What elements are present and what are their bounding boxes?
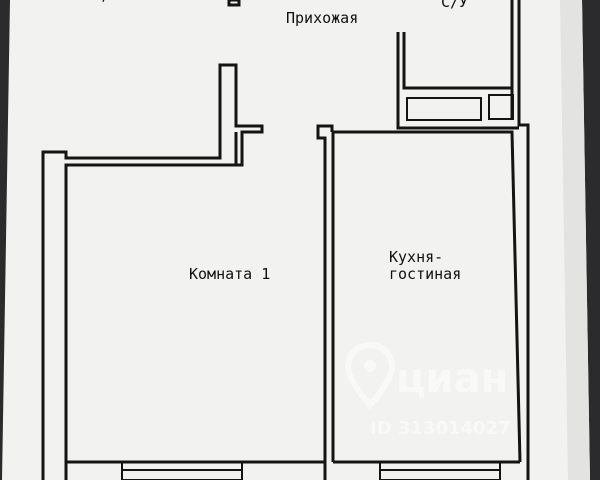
watermark-id: ID 313014027 — [370, 418, 511, 439]
room-label-hallway: Прихожая — [286, 9, 359, 27]
room-label-top-left-partial: 6,09 — [92, 0, 123, 8]
room-label-room1: Комната 1 — [189, 265, 271, 283]
bathtub — [406, 97, 482, 121]
outer-wall-right — [517, 0, 530, 480]
paper-shadow — [560, 0, 590, 480]
room-label-kitchen-line2: гостиная — [389, 265, 462, 283]
partition-right — [316, 124, 334, 480]
room-label-bathroom: С/У — [441, 0, 469, 11]
top-fragment — [227, 0, 241, 7]
watermark-brand: циан — [396, 356, 509, 402]
bathroom-inner-wall — [402, 32, 512, 90]
sink — [488, 94, 514, 120]
room-label-kitchen-line1: Кухня- — [389, 248, 444, 266]
location-pin-icon — [344, 341, 396, 410]
kitchen-top-wall — [333, 130, 522, 463]
room1-outer-wall — [41, 63, 264, 480]
bathroom-wall — [396, 32, 519, 130]
